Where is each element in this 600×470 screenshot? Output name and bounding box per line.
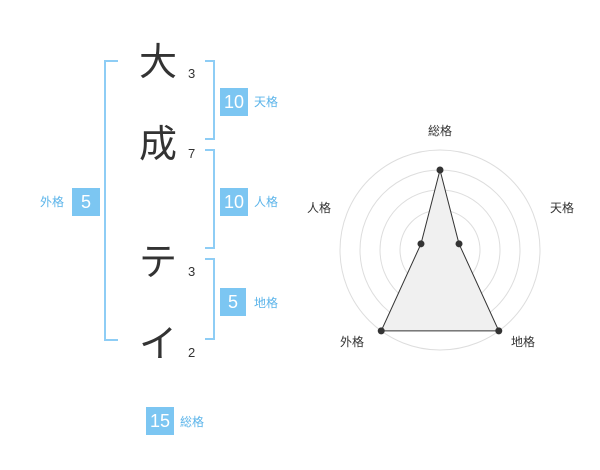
radar-label-chikaku: 地格: [511, 335, 536, 349]
jinkaku-label: 人格: [254, 195, 279, 209]
soukaku-label: 総格: [180, 415, 205, 429]
stroke-count-3: 3: [188, 264, 196, 279]
radar-label-jinkaku: 人格: [307, 201, 332, 215]
radar-point: [495, 327, 503, 335]
gaikaku-bracket: [104, 60, 118, 341]
radar-label-tenkaku: 天格: [550, 201, 575, 215]
tenkaku-value: 10: [220, 88, 248, 116]
radar-label-soukaku: 総格: [428, 124, 453, 138]
name-char-4: イ: [138, 322, 177, 366]
chikaku-label: 地格: [254, 296, 279, 310]
stroke-count-2: 7: [188, 146, 196, 161]
tenkaku-label: 天格: [254, 95, 279, 109]
name-char-2: 成: [138, 122, 177, 166]
soukaku-value: 15: [146, 407, 174, 435]
radar-point: [455, 240, 463, 248]
radar-point: [377, 327, 385, 335]
radar-point: [417, 240, 425, 248]
chikaku-bracket: [205, 258, 215, 340]
jinkaku-value: 10: [220, 188, 248, 216]
stroke-count-4: 2: [188, 345, 196, 360]
name-char-1: 大: [138, 40, 177, 84]
radar-points: [377, 166, 503, 335]
chikaku-value: 5: [220, 288, 246, 316]
radar-label-gaikaku: 外格: [340, 335, 365, 349]
tenkaku-bracket: [205, 60, 215, 140]
radar-point: [436, 166, 444, 174]
name-char-3: テ: [138, 240, 177, 284]
stroke-count-1: 3: [188, 66, 196, 81]
gaikaku-label: 外格: [40, 195, 65, 209]
gaikaku-value: 5: [72, 188, 100, 216]
radar-data-polygon: [380, 169, 500, 332]
jinkaku-bracket: [205, 149, 215, 249]
radar-grid-ring: [339, 149, 541, 351]
